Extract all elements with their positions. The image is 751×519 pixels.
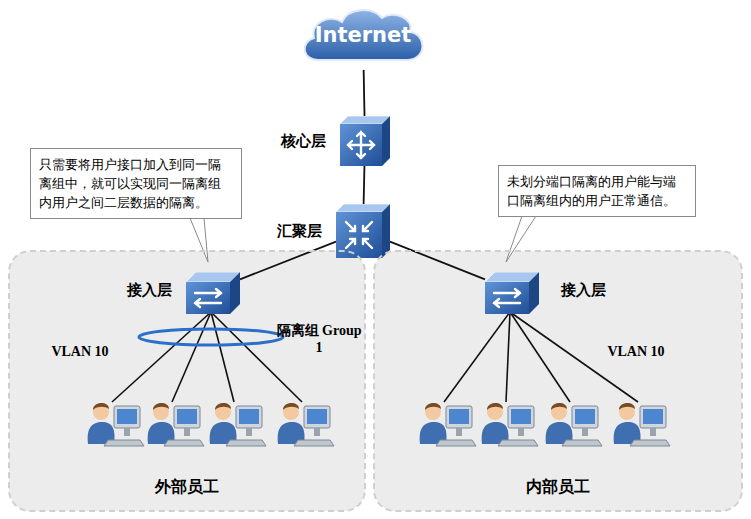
- cloud-label: Internet: [315, 23, 412, 47]
- device-label-holder: 核心层: [281, 131, 326, 151]
- callout-text: 未划分端口隔离的用户能与端口隔离组内的用户正常通信。: [507, 172, 687, 210]
- pc-user: [210, 403, 266, 446]
- network-device: 核心层: [340, 116, 390, 166]
- device-icon: [186, 266, 240, 314]
- pc-user: [278, 403, 334, 446]
- pc-user: [546, 403, 602, 446]
- device-label-holder: 汇聚层: [277, 221, 322, 241]
- internet-cloud: Internet: [296, 4, 430, 70]
- link-line: [240, 242, 336, 280]
- network-device: 接入层: [186, 266, 240, 314]
- region-title: 外部员工: [155, 477, 219, 498]
- device-icon: [485, 266, 539, 314]
- device-label-holder: 接入层: [127, 280, 172, 300]
- link-line: [363, 166, 366, 204]
- layer-label: 接入层: [561, 281, 606, 299]
- vlan-label: VLAN 10: [40, 344, 120, 360]
- isolation-group-ring: [139, 329, 283, 345]
- pc-user: [88, 403, 144, 446]
- region-fill: [9, 251, 365, 511]
- pc-wires: [112, 312, 638, 402]
- pc-user: [614, 403, 670, 446]
- link-line: [390, 242, 485, 280]
- group-label: 隔离组 Group 1: [276, 322, 362, 356]
- callout-box: 未划分端口隔离的用户能与端口隔离组内的用户正常通信。: [498, 165, 696, 217]
- region-box: 外部员工 接入层: [8, 250, 366, 512]
- callout-tail: [506, 216, 536, 262]
- callout-tail: [190, 218, 208, 262]
- pc-user: [482, 403, 538, 446]
- device-label-holder: 接入层: [561, 280, 606, 300]
- layer-label: 接入层: [127, 281, 172, 299]
- region-title: 内部员工: [526, 477, 590, 498]
- callout-text: 只需要将用户接口加入到同一隔离组中，就可以实现同一隔离组内用户之间二层数据的隔离…: [39, 155, 233, 212]
- pc-user: [420, 403, 476, 446]
- layer-label: 汇聚层: [277, 222, 322, 240]
- pc-user: [148, 403, 204, 446]
- link-line: [363, 70, 366, 116]
- callout-box: 只需要将用户接口加入到同一隔离组中，就可以实现同一隔离组内用户之间二层数据的隔离…: [30, 148, 242, 219]
- vlan-label: VLAN 10: [596, 344, 676, 360]
- layer-label: 核心层: [281, 132, 326, 150]
- region-fill: [374, 251, 742, 511]
- network-device: 接入层: [485, 266, 539, 314]
- device-icon: [340, 116, 390, 166]
- region-box: 内部员工 接入层: [373, 250, 743, 512]
